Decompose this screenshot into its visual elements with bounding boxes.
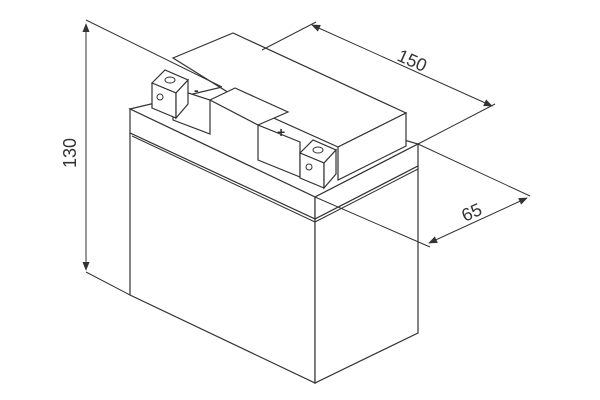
negative-sign: -: [194, 82, 199, 98]
raised-block-side: [337, 112, 407, 181]
length-extension-left: [261, 21, 317, 51]
height-extension-bottom: [85, 271, 131, 296]
negative-terminal-side: [175, 78, 189, 120]
positive-terminal-bolt-hole: [305, 163, 313, 171]
lid-seam-side: [314, 168, 419, 223]
width-extension-back: [417, 143, 531, 197]
positive-sign: +: [277, 124, 285, 140]
length-dimension-line: [311, 24, 493, 107]
positive-terminal-screw-head: [312, 146, 324, 154]
negative-terminal-screw-head: [164, 76, 176, 84]
width-extension-front: [314, 196, 431, 248]
negative-terminal: -: [150, 69, 199, 120]
length-extension-right: [417, 103, 496, 145]
width-dimension-line: [428, 197, 528, 244]
raised-block-recess: [208, 87, 290, 126]
positive-terminal: +: [277, 124, 338, 190]
height-extension-top: [85, 19, 223, 88]
lid-seam-front: [131, 135, 316, 223]
width-label: 65: [458, 199, 484, 225]
battery-case-side: [314, 165, 419, 384]
height-label: 130: [60, 138, 80, 168]
negative-terminal-bolt-hole: [156, 93, 164, 101]
length-label: 150: [394, 45, 430, 75]
raised-top-block: [171, 32, 408, 181]
height-dimension: 130: [60, 19, 223, 296]
positive-terminal-side: [323, 148, 337, 190]
